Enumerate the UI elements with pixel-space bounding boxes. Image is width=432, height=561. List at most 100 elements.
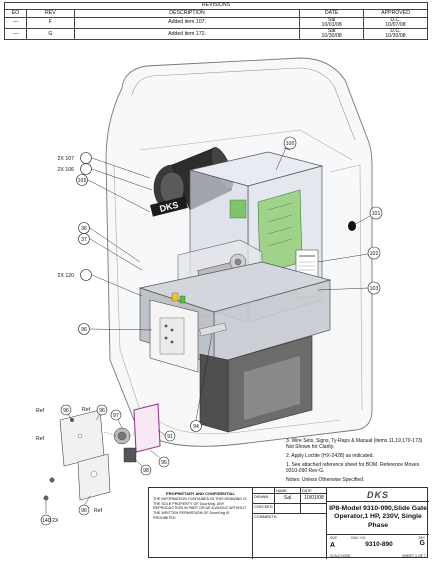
rev-date-value: 10/30/08	[321, 33, 342, 40]
proprietary-body: THE INFORMATION CONTAINED IN THIS DRAWIN…	[153, 497, 247, 520]
board-line	[267, 226, 293, 235]
gasket-91	[133, 403, 161, 453]
rev-date-value: 10/01/08	[321, 21, 342, 28]
size-label: SIZE	[330, 536, 338, 540]
cover-right-edge	[329, 164, 363, 411]
pedestal-shade	[244, 356, 300, 420]
callout-101: 101	[351, 206, 383, 227]
callout-140: 140 2X	[40, 500, 59, 526]
rev-eo: —	[4, 16, 27, 29]
callout-label: 100	[286, 141, 295, 147]
circuit-board	[257, 189, 303, 275]
col-description: DESCRIPTION	[73, 9, 301, 18]
rev-letter: F	[25, 16, 75, 29]
callout-label: 103	[370, 286, 379, 292]
proprietary-heading: PROPRIETARY AND CONFIDENTIAL	[166, 491, 235, 496]
callout-label: 140 2X	[42, 518, 59, 524]
callout-label: 96	[81, 508, 87, 514]
green-connector	[179, 295, 186, 304]
callout-102: 102	[317, 246, 381, 263]
callout-label: 94	[193, 424, 199, 430]
exploded-parts	[43, 403, 161, 501]
terminal-strip	[159, 317, 185, 355]
revisions-table: REVISIONS EO REV DESCRIPTION DATE APPROV…	[4, 2, 428, 41]
dks-side-logo: DKS	[150, 196, 188, 217]
explode-line	[129, 431, 137, 437]
note-3: 3. Wire Sets, Signs, Ty-Raps & Manual (i…	[286, 438, 423, 450]
callout-96-panel: 96	[78, 323, 153, 335]
yellow-connector	[171, 292, 179, 302]
rev-approved-by: D.C.	[390, 16, 401, 23]
drawn-date: 10/01/08	[304, 495, 324, 501]
proprietary-notice: PROPRIETARY AND CONFIDENTIAL THE INFORMA…	[149, 488, 253, 559]
drawing-title: IP8-Model 9310-090,Slide Gate Operator,1…	[327, 502, 429, 535]
plate-hole	[77, 433, 83, 439]
col-date: DATE	[299, 9, 365, 18]
part-number: 9310-890	[365, 541, 393, 548]
callout-36: 36	[78, 222, 141, 263]
title-line-1: IP8-Model 9310-090,Slide Gate	[329, 505, 427, 512]
callout-94: 94	[190, 333, 213, 432]
dks-logo-text: DKS	[159, 200, 180, 214]
explode-line	[103, 431, 119, 437]
drawn-label: DRAWN	[253, 494, 275, 503]
callout-label: 2X 120	[58, 273, 75, 279]
rev-approved: D.C.10/07/08	[363, 16, 428, 29]
callout-96-b: 96	[60, 404, 73, 421]
callout-label: 96	[99, 408, 105, 414]
title-block: PROPRIETARY AND CONFIDENTIAL THE INFORMA…	[148, 487, 429, 559]
screw	[49, 477, 55, 483]
green-bracket	[229, 199, 247, 219]
note-2: 2. Apply Loctite (HX-2428) as indicated.	[286, 453, 374, 459]
revisions-title: REVISIONS	[4, 2, 428, 10]
rev-letter: G	[25, 27, 75, 41]
cover-top-ridge	[139, 129, 353, 161]
signoff-grid: NAME DATE DRAWN Sal 10/01/08 CHECKED COM…	[253, 488, 327, 559]
callout-95: 95	[149, 449, 170, 468]
plate-hole	[90, 470, 98, 478]
board-line	[267, 214, 293, 223]
callout-100: 100	[275, 136, 297, 171]
callout-label: 95	[161, 460, 167, 466]
callout-37: 37	[78, 233, 143, 271]
callout-label: 96	[81, 327, 87, 333]
rev-description: Added item 107.	[73, 16, 301, 29]
switch-body-98	[123, 447, 137, 463]
callout-label: 98	[143, 468, 149, 474]
screw	[43, 495, 49, 501]
ref-label: Ref	[94, 508, 103, 514]
col-approved: APPROVED	[363, 9, 428, 18]
ref-label: Ref	[36, 408, 45, 414]
terminal	[170, 340, 174, 344]
rev-description: Added item 172.	[73, 27, 301, 41]
board-line	[267, 202, 293, 211]
callout-91: 91	[157, 429, 176, 442]
callout-103: 103	[317, 281, 381, 295]
title-bottom-row: SIZE A DWG. NO. 9310-890 REV G SCALE:NON…	[327, 535, 429, 559]
cover-inner-line	[131, 67, 356, 141]
callout-106: 2X 106	[58, 163, 153, 191]
rev-approved: D.C.10/30/08	[363, 27, 428, 41]
cover-left-edge	[113, 164, 141, 411]
revision-letter: G	[419, 540, 425, 547]
scale-label: SCALE:NONE	[330, 554, 351, 558]
drawn-name: Sal	[275, 494, 301, 503]
terminal	[164, 336, 168, 340]
callout-label: 102	[370, 251, 379, 257]
title-line-2: Operator,1 HP, 230V, Single Phase	[334, 513, 422, 529]
callout-98: 98	[133, 457, 152, 476]
callout-label: 97	[113, 413, 119, 419]
company-logo: DKS	[327, 488, 429, 502]
callout-label: 91	[167, 434, 173, 440]
callout-label: 2X 106	[58, 167, 75, 173]
date-header: DATE	[302, 489, 312, 493]
rev-approved-date: 10/07/08	[385, 21, 406, 28]
dwg-label: DWG. NO.	[351, 536, 367, 540]
callout-label: 2X 107	[58, 156, 75, 162]
drawing-notes: 3. Wire Sets, Signs, Ty-Raps & Manual (i…	[286, 438, 428, 486]
